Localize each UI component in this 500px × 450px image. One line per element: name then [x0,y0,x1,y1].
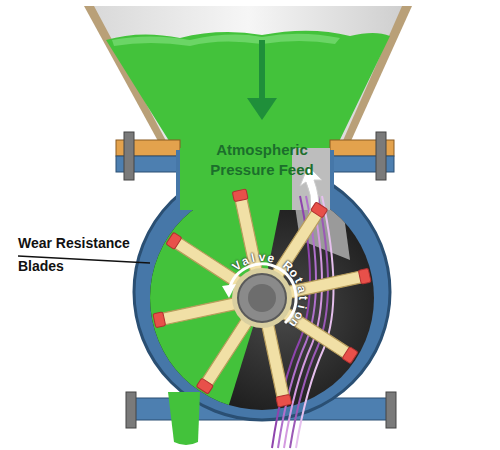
blade-tip [232,189,248,202]
discharge-material [168,392,200,445]
rotation-label-char: i [295,304,309,310]
rotation-label-char: t [296,296,310,300]
rotor-hub [238,274,286,322]
bolt [376,132,386,180]
feed-arrowhead [247,98,277,120]
blade-body [157,296,244,326]
blade-tip [342,347,358,364]
feed-material [106,31,390,152]
rotor-hub-ring [232,268,292,328]
rotor-blade [153,295,244,327]
rotor-blades [153,189,371,407]
blade-tip [276,394,292,407]
hopper-body [94,6,402,152]
blade-tip [153,312,166,328]
rotation-label-char: a [294,284,309,294]
rotor-shaft [248,284,276,312]
rotor-blade [259,316,291,407]
rotation-label-char: e [267,250,277,265]
rotation-label-char: v [259,250,266,264]
rotation-label-char: l [250,251,256,265]
blade-tip [311,202,328,218]
feed-label: Atmospheric Pressure Feed [192,140,332,180]
feed-arrow [259,40,265,100]
blade-tip [166,232,182,249]
hopper-wall [84,6,412,152]
blade-body [260,316,290,403]
feed-surface [112,34,340,46]
bolt [386,392,396,428]
part-label: Wear Resistance Blades [18,232,143,278]
rotation-arrowhead [222,284,236,298]
bolt [126,392,136,428]
blade-tip [358,268,371,284]
bolt [124,132,134,180]
blade-tip [196,378,213,394]
